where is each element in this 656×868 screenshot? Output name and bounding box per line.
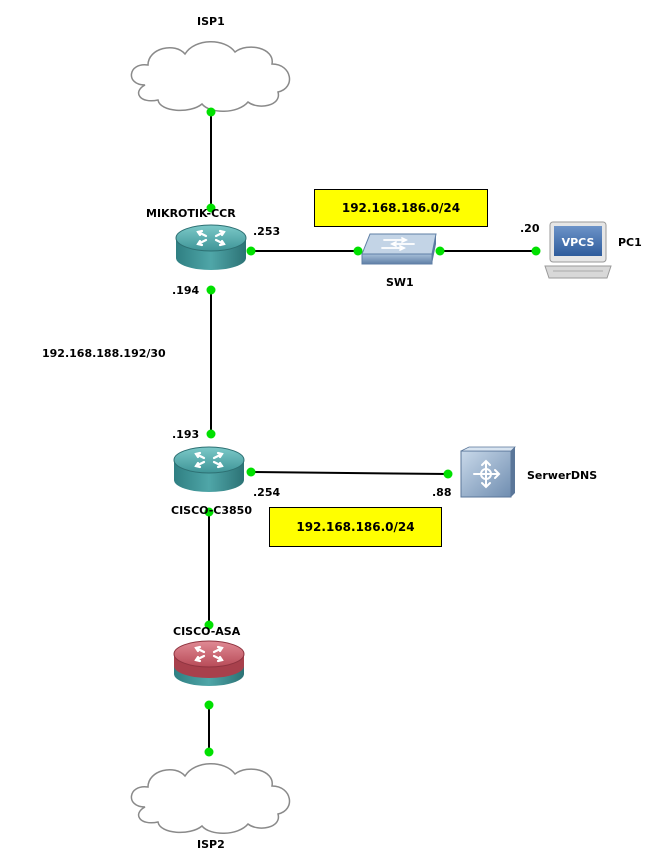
port-dot[interactable] [206,107,216,117]
router-icon[interactable] [173,446,245,492]
port-dot[interactable] [353,246,363,256]
dns-label: SerwerDNS [527,469,598,482]
port-dot[interactable] [204,620,214,630]
port-dot[interactable] [443,469,453,479]
asa-label: CISCO-ASA [173,625,241,638]
router-icon[interactable] [175,224,247,270]
port-dot[interactable] [246,246,256,256]
isp2-label: ISP2 [197,838,225,851]
server-icon[interactable] [460,446,516,498]
mikrotik-label: MIKROTIK-CCR [146,207,236,220]
interface-label: .194 [172,284,200,297]
port-dot[interactable] [435,246,445,256]
pc1-label: PC1 [618,236,642,249]
subnet-label: 192.168.188.192/30 [42,347,166,360]
subnet-note[interactable]: 192.168.186.0/24 [314,189,488,227]
subnet-note[interactable]: 192.168.186.0/24 [269,507,442,547]
port-dot[interactable] [206,429,216,439]
port-dot[interactable] [246,467,256,477]
port-dot[interactable] [206,203,216,213]
interface-label: .253 [253,225,281,238]
sw1-label: SW1 [386,276,414,289]
cloud-icon[interactable] [130,41,291,112]
interface-label: .20 [520,222,540,235]
port-dot[interactable] [531,246,541,256]
links [208,112,536,752]
interface-label: .88 [432,486,452,499]
port-dot[interactable] [204,700,214,710]
pc-icon[interactable]: VPCS [544,221,612,279]
link-c3850-dns[interactable] [250,471,449,475]
port-dot[interactable] [204,747,214,757]
port-dots [204,107,541,757]
switch-icon[interactable] [361,233,437,265]
port-dot[interactable] [204,507,214,517]
interface-label: .193 [172,428,200,441]
interface-label: .254 [253,486,281,499]
isp1-label: ISP1 [197,15,225,28]
c3850-label: CISCO-C3850 [171,504,252,517]
pc-screen-text: VPCS [562,236,595,249]
cloud-icon[interactable] [130,763,291,834]
port-dot[interactable] [206,285,216,295]
firewall-icon[interactable] [173,640,245,686]
